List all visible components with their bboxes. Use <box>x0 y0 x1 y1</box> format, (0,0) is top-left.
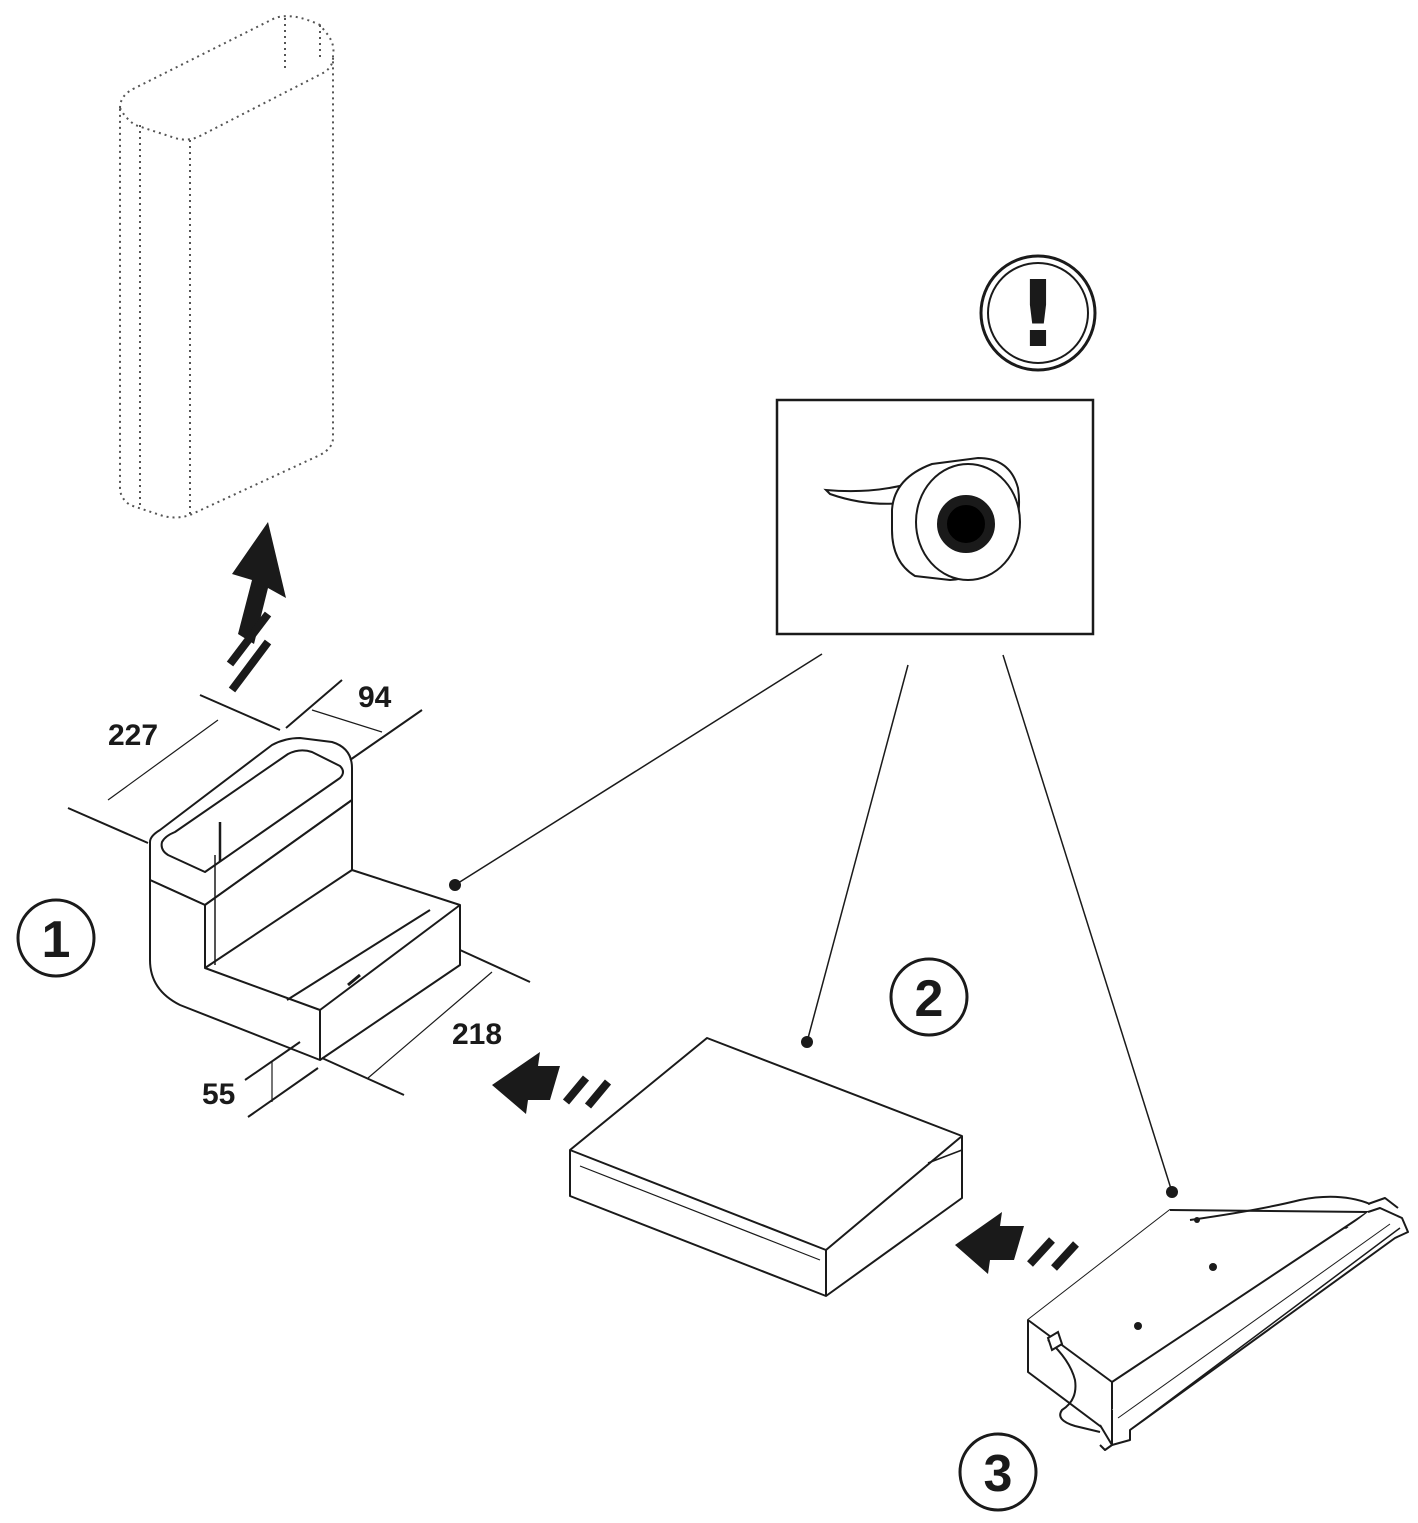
power-cable <box>1046 1195 1371 1433</box>
callout-2: 2 <box>889 957 969 1037</box>
joint-marker <box>801 1036 813 1048</box>
flat-duct-part-2 <box>569 1037 963 1297</box>
up-arrow-icon <box>226 522 286 693</box>
warning-symbol: ! <box>1017 261 1059 368</box>
callout-1: 1 <box>16 898 96 978</box>
adhesive-tape-roll-icon <box>823 456 1021 582</box>
callout-3: 3 <box>958 1432 1038 1512</box>
adhesive-tape-inset <box>775 398 1095 636</box>
chimney-duct-outline <box>119 15 335 519</box>
dimension-label-55: 55 <box>202 1078 235 1111</box>
dimension-label-218: 218 <box>452 1018 502 1051</box>
screw-hole <box>1194 1217 1200 1223</box>
screw-hole <box>1209 1263 1217 1271</box>
dimension-label-227: 227 <box>108 719 158 752</box>
elbow-connector-part-1 <box>149 737 461 1061</box>
left-arrow-icon <box>955 1212 1079 1274</box>
screw-hole <box>1134 1322 1142 1330</box>
hood-outlet-part-3 <box>1027 1197 1409 1451</box>
dimension-lines-part-1 <box>67 679 531 1118</box>
callout-3-label: 3 <box>984 1445 1013 1503</box>
callout-1-label: 1 <box>42 911 71 969</box>
exclamation-warning-icon: ! <box>979 254 1097 372</box>
callout-2-label: 2 <box>915 970 944 1028</box>
joint-marker <box>1166 1186 1178 1198</box>
joint-marker <box>449 879 461 891</box>
left-arrow-icon <box>492 1052 612 1114</box>
leader-lines <box>454 653 1173 1193</box>
dimension-label-94: 94 <box>358 681 392 714</box>
